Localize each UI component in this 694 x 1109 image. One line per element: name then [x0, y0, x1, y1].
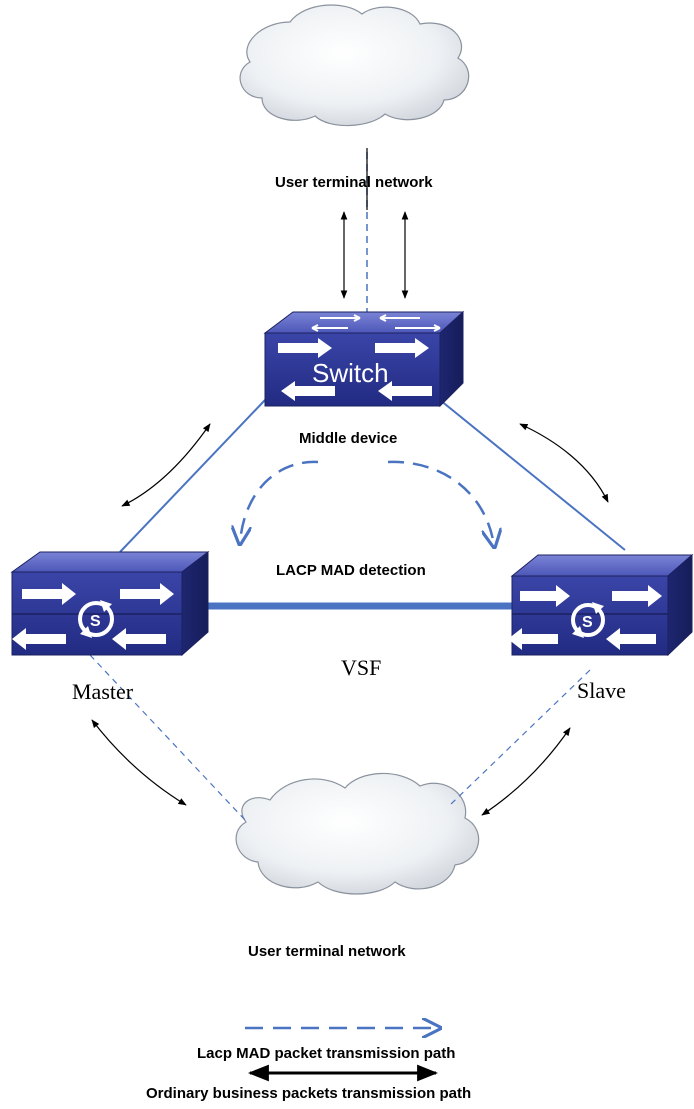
middle-device-label: Middle device [299, 430, 398, 447]
master-label: Master [72, 679, 134, 704]
double-arrow-switch-master [121, 423, 211, 507]
lacp-detection-label: LACP MAD detection [276, 562, 426, 579]
legend-lacp-label: Lacp MAD packet transmission path [197, 1045, 456, 1062]
top-network-label: User terminal network [275, 174, 433, 191]
master-device: S [10, 550, 210, 657]
lacp-arc-right [387, 460, 494, 545]
slave-label: Slave [577, 678, 626, 703]
sync-icon: S [78, 600, 114, 638]
middle-switch-device: Switch [263, 310, 465, 408]
double-arrow-slave-bottom [481, 727, 571, 816]
svg-text:S: S [90, 613, 101, 630]
switch-label: Switch [312, 358, 389, 388]
bottom-cloud [235, 772, 480, 895]
link-switch-slave [439, 399, 626, 551]
top-cloud [239, 4, 470, 127]
bottom-network-label: User terminal network [248, 943, 406, 960]
link-switch-master [119, 399, 266, 553]
svg-text:S: S [582, 614, 593, 631]
double-arrow-master-bottom [91, 719, 187, 806]
slave-device: S [508, 553, 694, 657]
vsf-label: VSF [341, 655, 382, 680]
legend-ordinary-label: Ordinary business packets transmission p… [146, 1085, 472, 1102]
double-arrow-switch-slave [519, 423, 609, 503]
lacp-arc-left [240, 460, 319, 542]
sync-icon: S [571, 602, 605, 638]
